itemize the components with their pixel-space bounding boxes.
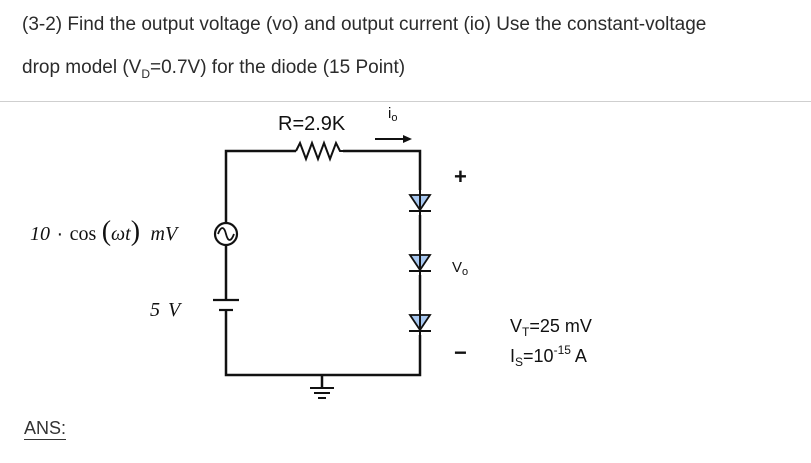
vt-param: VT=25 mV <box>510 316 592 339</box>
vo-label: Vo <box>452 259 468 278</box>
wire-top-left <box>224 149 296 225</box>
wire-top-right <box>343 149 422 190</box>
resistor <box>295 140 343 162</box>
wire-bottom <box>224 323 422 377</box>
battery <box>213 298 239 323</box>
plus-sign: + <box>454 164 467 189</box>
diode-1 <box>408 190 432 215</box>
resistor-label: R=2.9K <box>278 113 346 135</box>
ac-source <box>213 221 239 247</box>
ground-icon <box>310 387 334 399</box>
is-param: IS=10-15 A <box>510 343 587 369</box>
question-line-2-suffix: =0.7V) for the diode (15 Point) <box>150 57 406 78</box>
current-label: io <box>388 105 397 124</box>
diode-3 <box>408 310 432 335</box>
divider <box>0 101 811 102</box>
diode-2 <box>408 250 432 275</box>
sine-wave-icon <box>217 227 235 241</box>
question-line-2: drop model (VD=0.7V) for the diode (15 P… <box>22 57 405 81</box>
circuit-wires <box>224 149 422 388</box>
answer-label: ANS: <box>24 418 67 440</box>
minus-sign: − <box>454 340 467 365</box>
question-line-1: (3-2) Find the output voltage (vo) and o… <box>22 14 707 35</box>
question-line-2-prefix: drop model (V <box>22 57 142 78</box>
current-arrow-icon <box>375 135 412 143</box>
vd-subscript: D <box>141 66 151 81</box>
ac-source-label: 10 · cos (ωt) mV <box>30 216 180 247</box>
